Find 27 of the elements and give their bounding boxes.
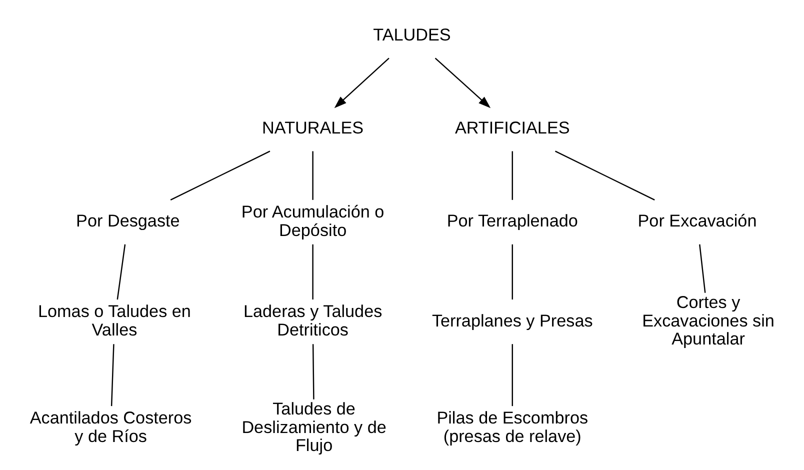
node-text: Pilas de Escombros (presas de relave) bbox=[436, 407, 588, 446]
node-text: TALUDES bbox=[372, 24, 450, 44]
node-text: Laderas y Taludes Detriticos bbox=[242, 300, 382, 340]
node-text: Cortes y Excavaciones sin Apuntalar bbox=[642, 291, 774, 348]
connector bbox=[554, 150, 654, 200]
connector bbox=[116, 244, 126, 300]
node-text: NATURALES bbox=[262, 117, 364, 138]
connector bbox=[511, 244, 512, 299]
connector bbox=[698, 244, 706, 292]
node-text: Por Desgaste bbox=[76, 210, 180, 230]
connector bbox=[511, 344, 512, 406]
arrow bbox=[334, 57, 389, 108]
node-text: ARTIFICIALES bbox=[454, 117, 570, 138]
node-text: Taludes de Deslizamiento y de Flujo bbox=[241, 398, 386, 455]
node-text: Por Terraplenado bbox=[446, 210, 578, 230]
node-text: Por Excavación bbox=[637, 210, 756, 230]
node-text: Lomas o Taludes en Valles bbox=[37, 300, 190, 340]
node-text: Por Acumulación o Depósito bbox=[240, 200, 384, 240]
connector bbox=[110, 344, 114, 406]
connector bbox=[312, 344, 314, 399]
connector bbox=[312, 150, 313, 200]
arrow bbox=[434, 57, 490, 108]
connector bbox=[312, 244, 313, 299]
node-text: Terraplanes y Presas bbox=[431, 310, 592, 330]
connector bbox=[511, 150, 512, 200]
connector bbox=[170, 150, 270, 200]
node-text: Acantilados Costeros y de Ríos bbox=[29, 407, 192, 446]
